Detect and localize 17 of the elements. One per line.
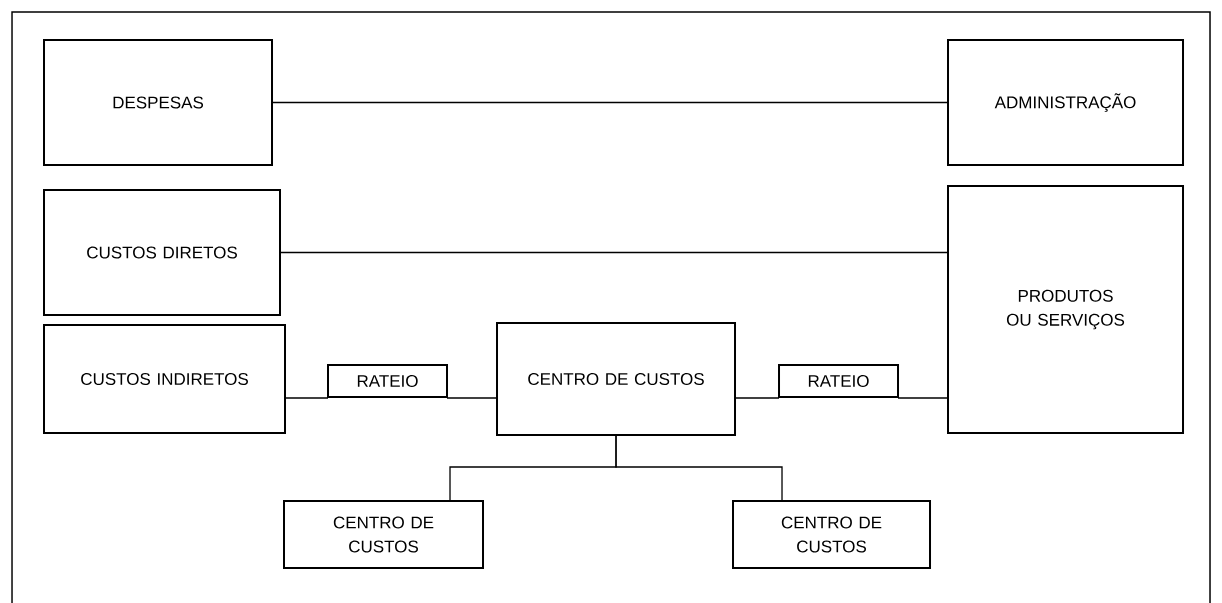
text-box: CUSTOS DIRETOS [43, 189, 281, 316]
connector-line [734, 397, 780, 399]
label-box: RATEIO [778, 364, 899, 398]
text-box: CENTRO DE CUSTOS [732, 500, 931, 569]
text-box: DESPESAS [43, 39, 273, 166]
text-box: CENTRO DE CUSTOS [283, 500, 484, 569]
connector-line [284, 397, 329, 399]
label-box: RATEIO [327, 364, 448, 398]
connector-line [897, 397, 949, 399]
text-box: CENTRO DE CUSTOS [496, 322, 736, 436]
text-box: ADMINISTRAÇÃO [947, 39, 1184, 166]
connector-line [615, 435, 783, 501]
connector-line [446, 397, 498, 399]
connector-line [279, 251, 949, 254]
text-box: CUSTOS INDIRETOS [43, 324, 286, 434]
connector-line [271, 101, 949, 104]
text-box: PRODUTOS OU SERVIÇOS [947, 185, 1184, 434]
